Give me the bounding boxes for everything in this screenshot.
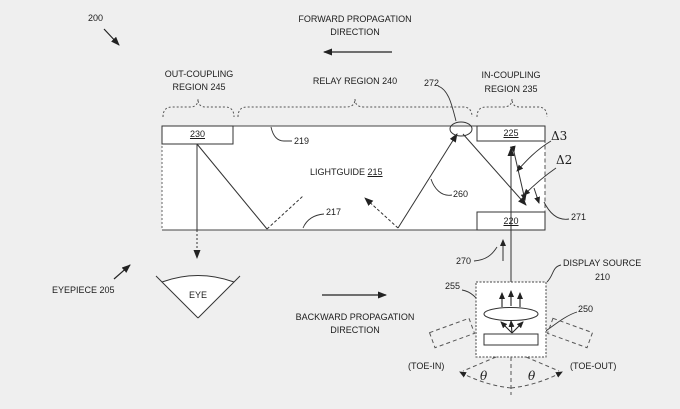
backward-propagation-label-line1: BACKWARD PROPAGATION: [295, 312, 415, 322]
delta2-label: Δ2: [556, 153, 573, 167]
ref-217: 217: [326, 207, 342, 217]
ref-250: 250: [578, 304, 594, 314]
ref-271: 271: [571, 212, 587, 222]
eyepiece-arrow: [113, 264, 131, 280]
fig-number: 200: [88, 13, 104, 23]
toe-rotation-ghosts: [428, 317, 594, 395]
light-rays: [193, 121, 540, 282]
toe-out-label: (TOE-OUT): [570, 361, 617, 371]
top-in-grating-box: [476, 125, 546, 142]
fig-number-arrow: [103, 28, 120, 46]
ref-272: 272: [424, 78, 440, 88]
in-coupling-region-label-line2: REGION 235: [484, 84, 538, 94]
toe-in-ghost: [428, 317, 476, 349]
region-braces: [162, 98, 548, 118]
eyepiece-label: EYEPIECE 205: [52, 285, 115, 295]
theta-left-label: θ: [480, 369, 488, 383]
backward-propagation-label-line2: DIRECTION: [330, 325, 380, 335]
out-coupling-region-label-line1: OUT-COUPLING: [164, 69, 234, 79]
toe-in-label: (TOE-IN): [408, 361, 445, 371]
annotation-arrows: [103, 28, 392, 299]
grating-220-label: 220: [503, 216, 519, 226]
forward-propagation-label-line1: FORWARD PROPAGATION: [298, 14, 412, 24]
in-coupling-region-label-line1: IN-COUPLING: [481, 70, 541, 80]
ref-219: 219: [294, 136, 310, 146]
emitter-panel: [483, 333, 539, 346]
eye-shape: [155, 275, 241, 319]
ref-270: 270: [456, 256, 472, 266]
display-source-label-line1: DISPLAY SOURCE: [563, 258, 642, 268]
toe-out-ghost: [546, 317, 594, 349]
collimating-lens: [483, 307, 539, 321]
theta-right-label: θ: [528, 369, 536, 383]
ray-271: [533, 187, 540, 204]
out-coupling-region-label-line2: REGION 245: [172, 82, 226, 92]
relay-region-label: RELAY REGION 240: [312, 76, 398, 86]
eye-label: EYE: [188, 290, 207, 300]
forward-propagation-label-line2: DIRECTION: [330, 27, 380, 37]
ref-260: 260: [453, 189, 469, 199]
lightguide-ref: 215: [367, 167, 383, 177]
grating-225-label: 225: [503, 128, 519, 138]
reflection-point-ellipse: [449, 121, 473, 137]
delta3-label: Δ3: [551, 129, 568, 143]
display-source-label-line2: 210: [595, 272, 611, 282]
grating-230-label: 230: [189, 129, 206, 139]
display-source: [475, 281, 547, 358]
ref-255: 255: [445, 281, 461, 291]
lightguide-label: LIGHTGUIDE 215: [310, 167, 383, 177]
